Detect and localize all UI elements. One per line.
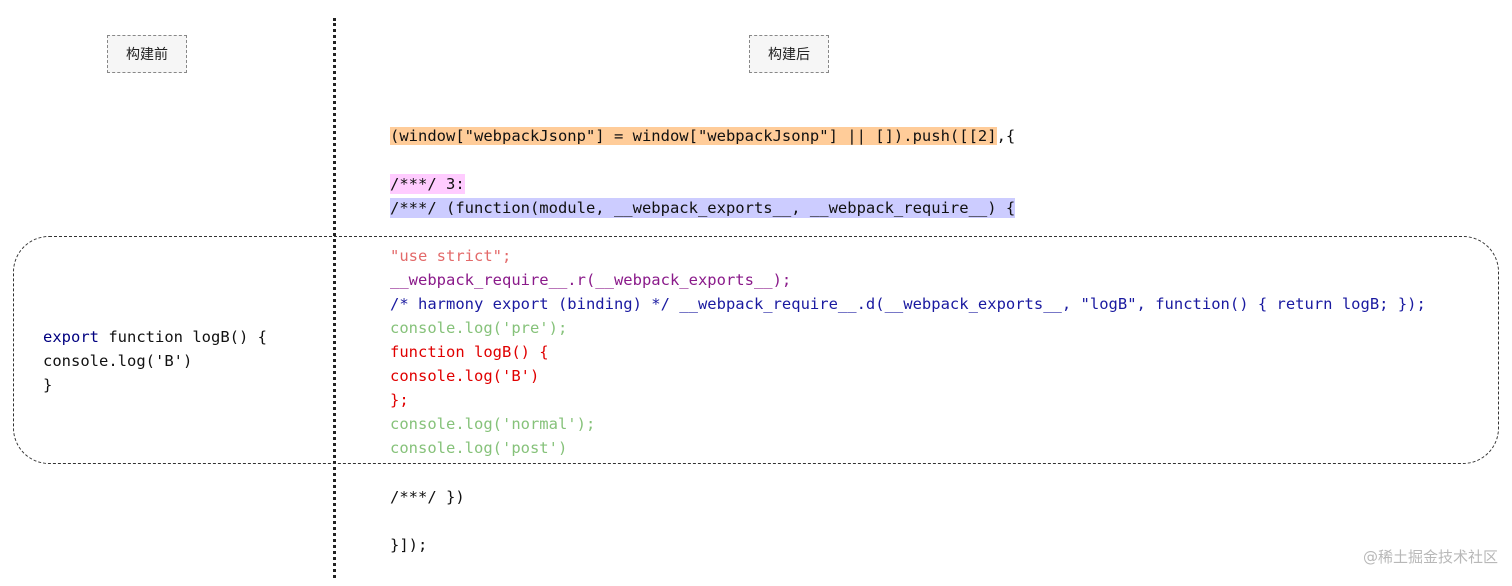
corresponding-code-region (13, 236, 1499, 464)
before-code-line-1: export function logB() { (43, 327, 267, 347)
vertical-divider (333, 18, 336, 578)
after-code-log-post: console.log('post') (390, 439, 568, 457)
after-build-label: 构建后 (749, 35, 829, 73)
after-code-log-pre: console.log('pre'); (390, 319, 568, 337)
after-code-push-line: (window["webpackJsonp"] = window["webpac… (390, 126, 1015, 146)
after-code-chunk-end: }]); (390, 536, 428, 554)
after-code-require-r: __webpack_require__.r(__webpack_exports_… (390, 271, 792, 289)
export-keyword: export (43, 328, 99, 346)
before-function-decl: function logB() { (99, 328, 267, 346)
before-code-line-3: } (43, 376, 53, 394)
watermark: @稀土掘金技术社区 (1362, 548, 1498, 566)
push-highlight: (window["webpackJsonp"] = window["webpac… (390, 127, 997, 145)
after-code-harmony-export: /* harmony export (binding) */ __webpack… (390, 295, 1426, 313)
after-code-fn-open: function logB() { (390, 343, 549, 361)
after-code-use-strict: "use strict"; (390, 247, 512, 265)
after-code-module-fn: /***/ (function(module, __webpack_export… (390, 198, 1016, 218)
after-code-fn-close: }; (390, 391, 409, 409)
before-build-label: 构建前 (107, 35, 187, 73)
push-tail: ,{ (996, 127, 1016, 145)
before-code-line-2: console.log('B') (43, 352, 193, 370)
after-code-fn-body: console.log('B') (390, 367, 540, 385)
after-code-module-end: /***/ }) (390, 488, 465, 506)
after-code-module-id: /***/ 3: (390, 174, 465, 194)
after-code-log-normal: console.log('normal'); (390, 415, 596, 433)
